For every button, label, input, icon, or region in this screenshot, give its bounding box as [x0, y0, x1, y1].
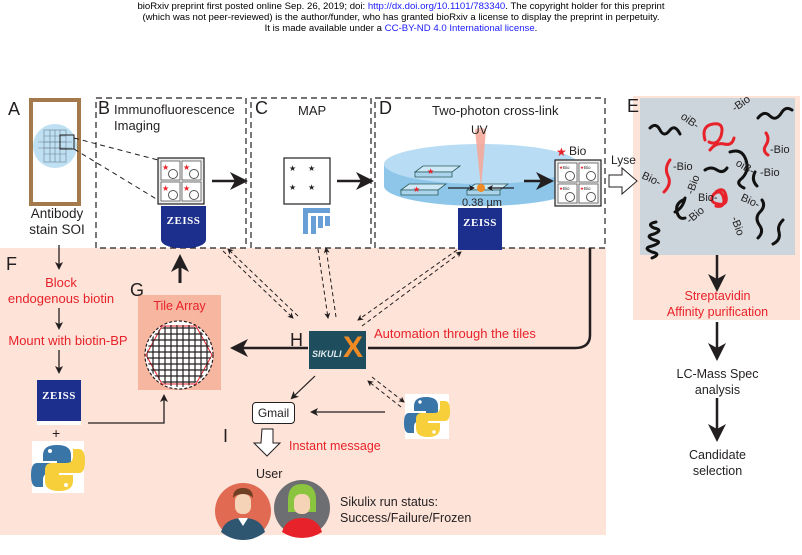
license-link[interactable]: CC-BY-ND 4.0 International license [384, 23, 535, 34]
svg-text:-Bio: -Bio [730, 93, 753, 114]
crosslinked-tile: ★Bio ★Bio ★Bio ★Bio ★ [554, 145, 602, 207]
header-line-2: (which was not peer-reviewed) is the aut… [142, 12, 660, 23]
imaging-tile: ★ ★ ★ ★ [157, 157, 205, 205]
distance-label: 0.38 µm [462, 197, 502, 209]
dashed-control-links [222, 247, 462, 408]
svg-text:★: ★ [162, 163, 169, 172]
svg-text:★Bio: ★Bio [559, 186, 570, 191]
svg-text:★Bio: ★Bio [559, 165, 570, 170]
svg-text:-Bio: -Bio [760, 167, 780, 179]
automation-label: Automation through the tiles [374, 326, 536, 341]
sikulix-status-label: Sikulix run status:Success/Failure/Froze… [340, 495, 472, 525]
svg-text:★: ★ [183, 163, 190, 172]
plus-sign: + [52, 425, 61, 441]
lyse-label: Lyse [611, 153, 636, 167]
svg-text:★Bio: ★Bio [580, 165, 591, 170]
instant-message-arrow-icon [252, 428, 282, 457]
zeiss-logo-icon-2: ZEISS [458, 208, 502, 250]
title-two-photon: Two-photon cross-link [432, 103, 559, 118]
arrow-sikulix-to-gmail [290, 375, 316, 400]
sikulix-logo-icon[interactable]: SIKULI X [309, 331, 366, 369]
panel-label-e: E [627, 96, 640, 116]
python-logo-icon-2 [404, 394, 450, 439]
panel-label-f: F [6, 254, 17, 274]
bio-legend: Bio [569, 144, 587, 158]
panel-label-c: C [255, 98, 268, 118]
arrow-zeiss-to-tile [88, 394, 168, 424]
panel-label-h: H [290, 330, 303, 350]
male-user-avatar-icon [215, 483, 271, 540]
two-photon-disk: ★★ [384, 128, 578, 206]
svg-text:★: ★ [289, 164, 296, 173]
instant-message-label: Instant message [289, 439, 381, 453]
svg-text:★: ★ [308, 164, 315, 173]
panel-label-a: A [8, 99, 21, 119]
step-mount-biotin-bp: Mount with biotin-BP [8, 333, 128, 348]
python-logo-icon [31, 441, 85, 493]
svg-text:★: ★ [427, 167, 434, 176]
slide-illustration [29, 98, 159, 206]
svg-text:★: ★ [556, 145, 567, 159]
panel-label-b: B [98, 98, 111, 118]
sikulix-logo-text: SIKULI [312, 349, 342, 359]
zeiss-logo-icon-3: ZEISS [37, 380, 81, 425]
svg-text:-Bio: -Bio [728, 215, 746, 237]
svg-text:-Bio: -Bio [673, 161, 693, 173]
svg-text:-Bio: -Bio [770, 144, 790, 156]
user-label: User [256, 467, 283, 481]
fiji-logo-icon [303, 208, 330, 234]
svg-text:★: ★ [162, 184, 169, 193]
header-line-3: It is made available under a CC-BY-ND 4.… [264, 23, 538, 34]
map-tile: ★ ★ ★ ★ [283, 157, 331, 205]
title-map: MAP [298, 103, 327, 118]
tile-array-grid [144, 320, 214, 390]
uv-label: UV [471, 123, 488, 137]
svg-text:★: ★ [413, 185, 420, 194]
svg-text:★Bio: ★Bio [580, 186, 591, 191]
doi-link[interactable]: http://dx.doi.org/10.1101/783340 [367, 1, 506, 12]
header-line-1: bioRxiv preprint first posted online Sep… [137, 1, 665, 12]
svg-text:-Bio: -Bio [684, 205, 707, 227]
lyse-arrow-icon [608, 166, 638, 196]
svg-text:Bio-: Bio- [640, 170, 663, 189]
svg-text:★: ★ [308, 183, 315, 192]
tile-array-title: Tile Array [153, 299, 206, 313]
panel-label-i: I [223, 426, 229, 446]
svg-text:★: ★ [289, 183, 296, 192]
svg-text:oiB-: oiB- [678, 111, 701, 132]
sikulix-logo-x: X [343, 331, 364, 364]
svg-text:Bio-: Bio- [739, 192, 762, 211]
svg-text:Bio-: Bio- [698, 192, 718, 204]
zeiss-logo-icon: ZEISS [161, 206, 206, 248]
preprint-header: bioRxiv preprint first posted online Sep… [0, 1, 802, 34]
female-user-avatar-icon [274, 480, 330, 538]
automation-return-line [368, 248, 592, 350]
protein-lysate-illustration [645, 106, 794, 260]
panel-label-d: D [379, 98, 392, 118]
svg-text:★: ★ [183, 184, 190, 193]
panel-label-g: G [130, 280, 145, 300]
gmail-box: Gmail [252, 402, 295, 424]
